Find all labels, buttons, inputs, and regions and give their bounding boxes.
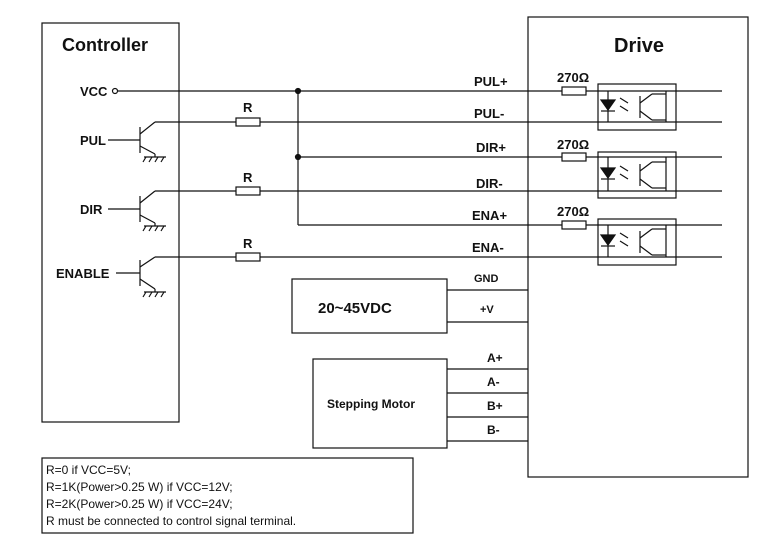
resistor-270-dir (561, 152, 587, 162)
power-supply-box (291, 278, 448, 334)
resistor-r-label-1: R (243, 100, 253, 115)
optocoupler-dir (597, 151, 677, 199)
dir-minus-label: DIR- (476, 176, 503, 191)
power-supply-label: 20~45VDC (318, 300, 392, 317)
ena-minus-label: ENA- (472, 240, 504, 255)
resistor-270-ena (561, 220, 587, 230)
b-minus-label: B- (487, 423, 500, 437)
resistor-270-label-3: 270Ω (557, 204, 589, 219)
motor-label: Stepping Motor (327, 397, 415, 411)
v-plus-label: +V (480, 304, 494, 316)
gnd-label: GND (474, 273, 499, 285)
drive-box (527, 16, 749, 478)
stepping-motor-box (312, 358, 448, 449)
transistor-pul (108, 121, 166, 163)
dir-plus-label: DIR+ (476, 140, 506, 155)
notes-box (41, 457, 414, 534)
note-line-2: R=1K(Power>0.25 W) if VCC=12V; (46, 480, 233, 494)
pul-minus-label: PUL- (474, 106, 504, 121)
optocoupler-ena (597, 218, 677, 266)
controller-box (41, 22, 180, 423)
vcc-label: VCC (80, 84, 108, 99)
resistor-r-label-3: R (243, 236, 253, 251)
note-line-4: R must be connected to control signal te… (46, 514, 296, 528)
vcc-terminal (111, 87, 119, 95)
dir-label: DIR (80, 202, 103, 217)
resistor-r-dir (235, 186, 261, 196)
note-line-3: R=2K(Power>0.25 W) if VCC=24V; (46, 497, 233, 511)
controller-title: Controller (62, 35, 148, 55)
pul-plus-label: PUL+ (474, 74, 508, 89)
transistor-enable (116, 256, 166, 298)
a-minus-label: A- (487, 375, 500, 389)
pul-label: PUL (80, 133, 106, 148)
resistor-r-label-2: R (243, 170, 253, 185)
resistor-270-label-1: 270Ω (557, 70, 589, 85)
drive-title: Drive (614, 35, 664, 57)
ena-plus-label: ENA+ (472, 208, 507, 223)
resistor-270-label-2: 270Ω (557, 137, 589, 152)
enable-label: ENABLE (56, 266, 110, 281)
b-plus-label: B+ (487, 399, 503, 413)
resistor-r-pul (235, 117, 261, 127)
optocoupler-pul (597, 83, 677, 131)
transistor-dir (108, 190, 166, 232)
resistor-270-pul (561, 86, 587, 96)
note-line-1: R=0 if VCC=5V; (46, 463, 131, 477)
resistor-r-ena (235, 252, 261, 262)
a-plus-label: A+ (487, 351, 503, 365)
